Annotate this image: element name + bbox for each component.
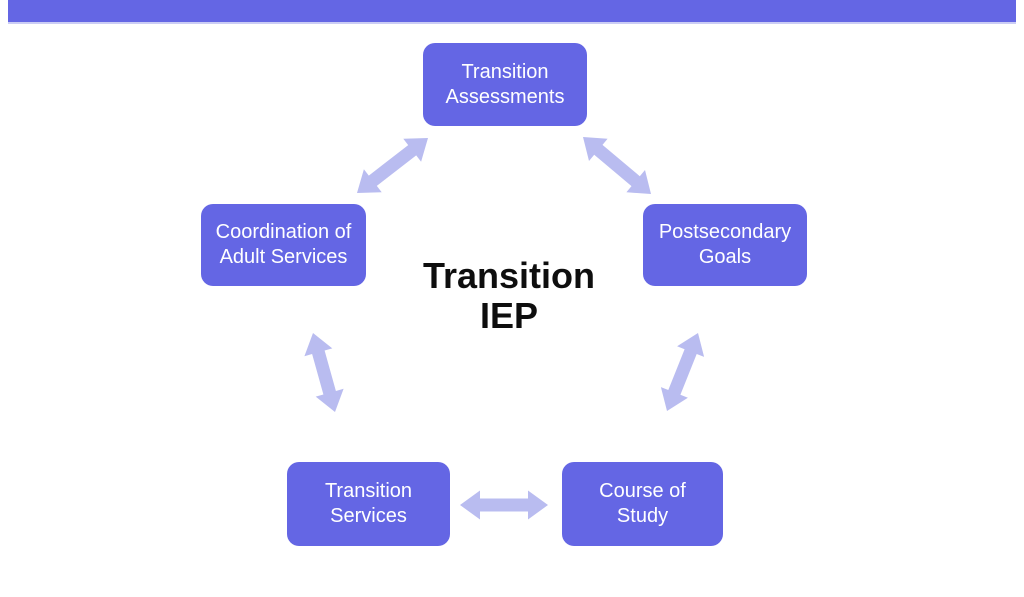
top-accent-bar xyxy=(8,0,1016,24)
node-transition-services: Transition Services xyxy=(287,462,450,546)
node-label: Transition Assessments xyxy=(445,60,565,108)
node-label: Transition Services xyxy=(324,480,413,527)
node-course-of-study: Course of Study xyxy=(562,462,723,546)
diagram-title: Transition IEP xyxy=(422,255,596,336)
node-label: Postsecondary Goals xyxy=(658,221,792,268)
node-coordination-of-adult-services: Coordination of Adult Services xyxy=(201,204,366,286)
double-arrow-transition-assessments-postsecondary-goals xyxy=(583,137,651,194)
node-transition-assessments: Transition Assessments xyxy=(423,43,587,126)
double-arrow-coordination-of-adult-services-transition-services xyxy=(304,333,344,412)
double-arrow-transition-services-course-of-study xyxy=(460,490,548,520)
double-arrow-transition-assessments-coordination-of-adult-services xyxy=(357,138,428,193)
node-postsecondary-goals: Postsecondary Goals xyxy=(643,204,807,286)
node-label: Coordination of Adult Services xyxy=(215,221,352,268)
node-label: Course of Study xyxy=(599,480,686,527)
double-arrow-postsecondary-goals-course-of-study xyxy=(660,333,705,411)
